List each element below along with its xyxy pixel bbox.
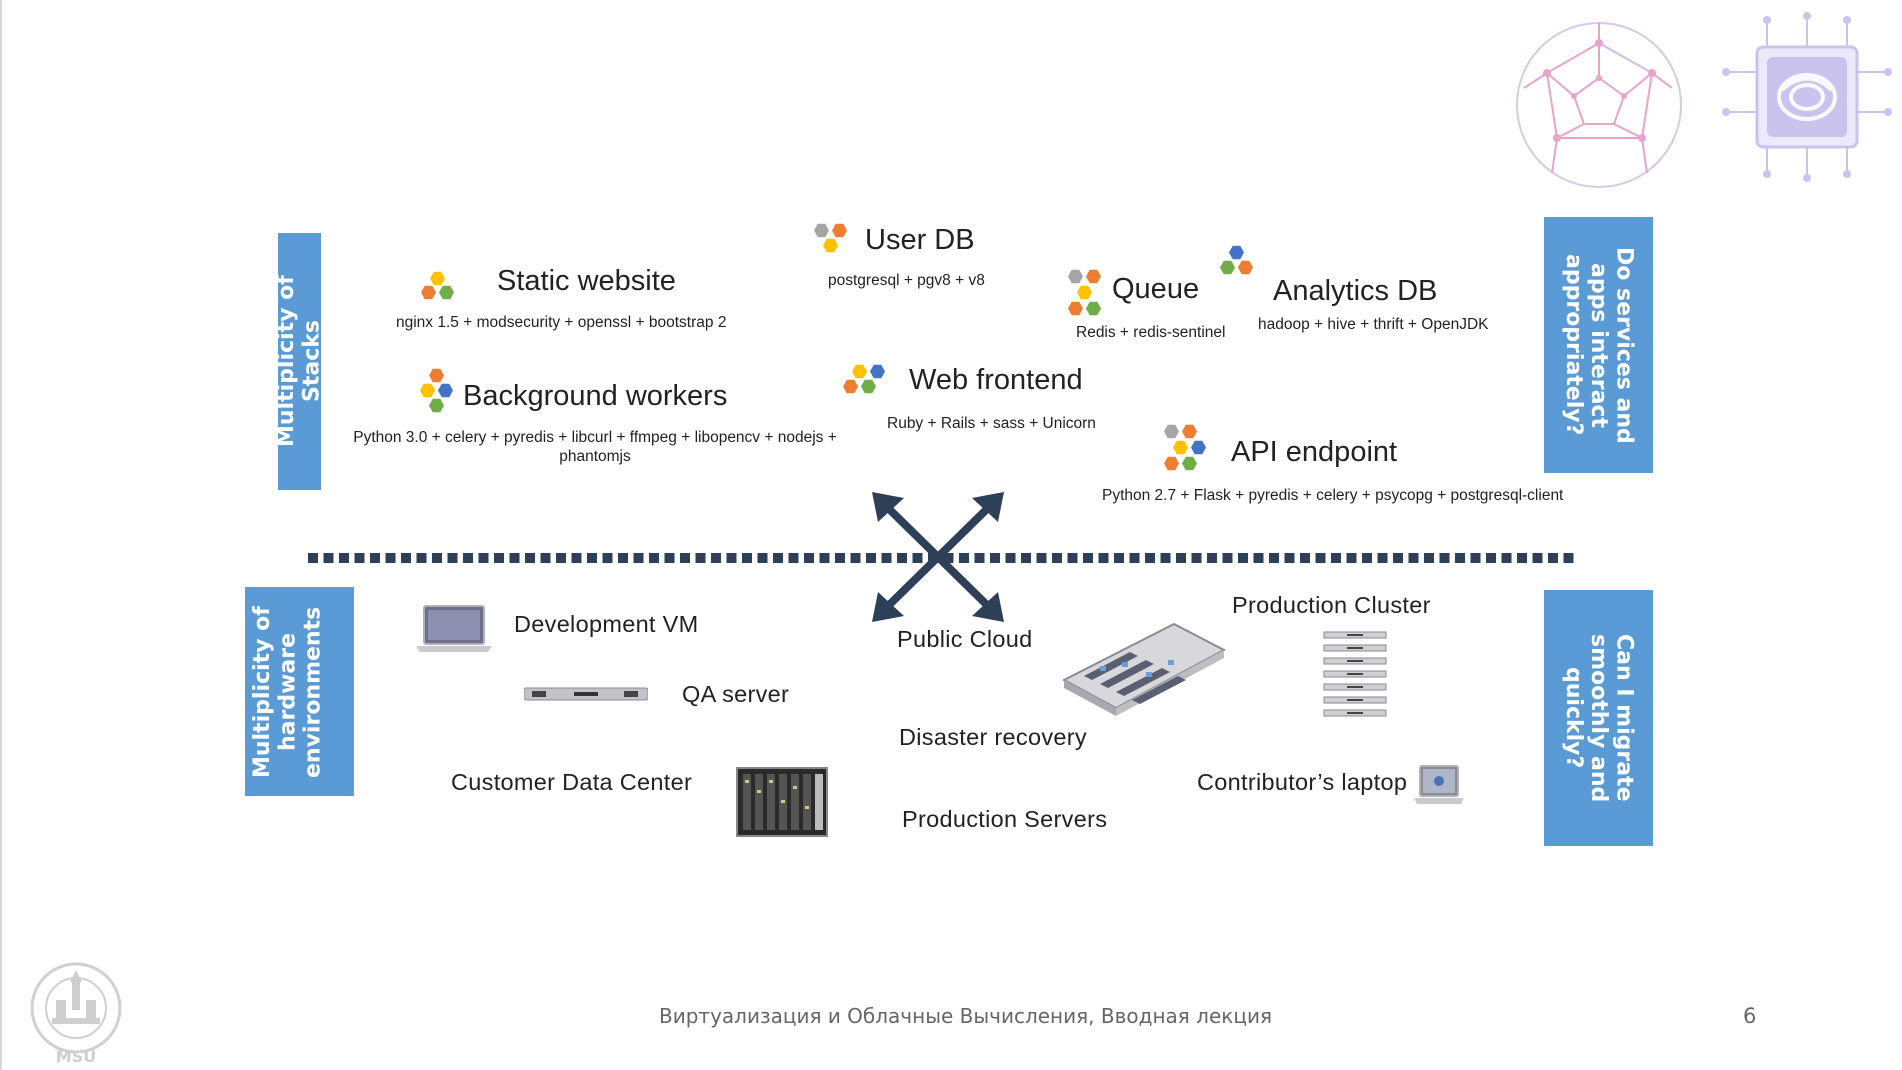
stack-components-user-db: postgresql + pgv8 + v8	[828, 272, 985, 289]
hexagon-cluster-icon	[1067, 269, 1103, 321]
rack-server-icon	[524, 687, 648, 701]
env-label-development-vm: Development VM	[514, 611, 699, 637]
question-interact-text: Do services and apps interact appropriat…	[1560, 246, 1637, 444]
hexagon-cluster-icon	[813, 223, 849, 257]
cross-arrows-icon	[872, 492, 1004, 622]
hexagon-cluster-icon	[420, 271, 456, 305]
stack-title-api-endpoint: API endpoint	[1231, 436, 1398, 468]
hexagon-cluster-icon	[843, 364, 889, 398]
env-label-qa-server: QA server	[682, 681, 790, 707]
msu-logo: MSU	[30, 962, 122, 1066]
laptop-icon	[1414, 765, 1464, 804]
stack-title-static-website: Static website	[497, 265, 676, 297]
stack-components-web-frontend: Ruby + Rails + sass + Unicorn	[887, 415, 1096, 432]
page-number: 6	[1743, 1004, 1757, 1028]
stack-components-queue: Redis + redis-sentinel	[1076, 324, 1226, 341]
env-label-customer-data-center: Customer Data Center	[451, 769, 693, 795]
blade-server-icon	[736, 767, 828, 837]
laptop-icon	[416, 605, 492, 652]
hardware-label-text: Multiplicity of hardware environments	[249, 605, 326, 778]
question-migrate-text: Can I migrate smoothly and quickly?	[1560, 633, 1637, 803]
question-migrate-box: Can I migrate smoothly and quickly?	[1544, 590, 1653, 846]
geodesic-sphere-decoration	[1516, 22, 1682, 188]
env-label-production-cluster: Production Cluster	[1232, 592, 1431, 618]
stack-title-user-db: User DB	[865, 224, 975, 256]
data-center-icon	[1061, 622, 1227, 716]
server-stack-icon	[1323, 631, 1387, 717]
msu-logo-text: MSU	[56, 1047, 96, 1066]
hexagon-cluster-icon	[419, 368, 455, 416]
stack-components-analytics-db: hadoop + hive + thrift + OpenJDK	[1258, 316, 1489, 333]
multiplicity-of-stacks-label: Multiplicity of Stacks	[274, 233, 325, 490]
env-label-contributors-laptop: Contributor’s laptop	[1197, 769, 1408, 795]
stack-components-static-website: nginx 1.5 + modsecurity + openssl + boot…	[396, 314, 727, 331]
env-label-public-cloud: Public Cloud	[897, 626, 1033, 652]
stack-components-background-workers: Python 3.0 + celery + pyredis + libcurl …	[353, 429, 837, 465]
env-label-disaster-recovery: Disaster recovery	[899, 724, 1087, 750]
hexagon-cluster-icon	[1164, 424, 1210, 474]
stacks-label-text: Multiplicity of Stacks	[274, 275, 325, 448]
stack-components-api-endpoint: Python 2.7 + Flask + pyredis + celery + …	[1102, 487, 1564, 504]
footer-text: Виртуализация и Облачные Вычисления, Вво…	[659, 1004, 1272, 1028]
stack-title-background-workers: Background workers	[463, 380, 728, 412]
question-interact-box: Do services and apps interact appropriat…	[1544, 217, 1653, 473]
stack-title-analytics-db: Analytics DB	[1273, 275, 1438, 307]
env-label-production-servers: Production Servers	[902, 806, 1108, 832]
stack-title-web-frontend: Web frontend	[909, 364, 1083, 396]
stack-title-queue: Queue	[1112, 273, 1200, 305]
hexagon-cluster-icon	[1219, 245, 1255, 279]
multiplicity-of-hardware-label: Multiplicity of hardware environments	[245, 587, 354, 796]
processor-chip-decoration	[1722, 12, 1892, 182]
